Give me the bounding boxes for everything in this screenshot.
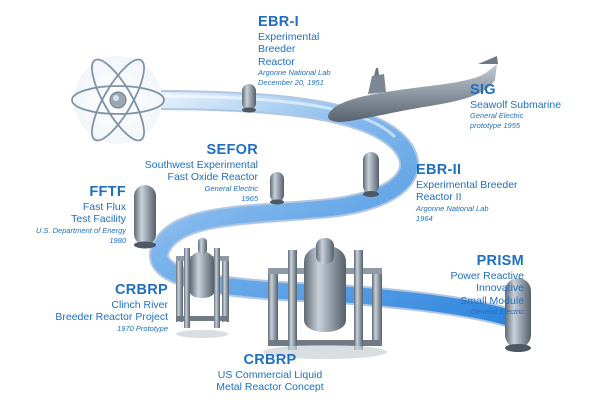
fftf-sub-1: U.S. Department of Energy	[35, 225, 126, 235]
label-sefor: SEFOR Southwest Experimental Fast Oxide …	[145, 142, 258, 203]
crbrp2-desc-2: Metal Reactor Concept	[216, 381, 324, 394]
sefor-reactor	[270, 172, 284, 205]
prism-reactor	[505, 278, 531, 352]
sefor-sub-1: General Electric	[204, 183, 258, 193]
sefor-sub-2: 1965	[241, 193, 258, 203]
sefor-title: SEFOR	[206, 142, 258, 158]
label-prism: PRISM Power Reactive Innovative Small Mo…	[450, 253, 524, 317]
sig-sub-2: prototype 1955	[470, 121, 521, 131]
ebr1-reactor	[242, 84, 256, 113]
ebr1-desc-3: Reactor	[258, 55, 295, 68]
crbrp1-desc-2: Breeder Reactor Project	[55, 311, 168, 324]
ebr1-sub-1: Argonne National Lab	[258, 68, 331, 78]
crbrp1-sub-1: 1970 Prototype	[117, 323, 168, 333]
crbrp1-desc-1: Clinch River	[111, 299, 168, 312]
crbrp2-title: CRBRP	[243, 352, 297, 368]
fftf-desc-1: Fast Flux	[82, 201, 126, 214]
label-ebr2: EBR-II Experimental Breeder Reactor II A…	[416, 162, 518, 223]
ebr1-desc-2: Breeder	[258, 43, 296, 56]
ebr2-desc-1: Experimental Breeder	[416, 179, 518, 192]
ebr1-desc-1: Experimental	[258, 31, 320, 44]
ebr2-reactor	[363, 152, 379, 197]
fftf-reactor	[134, 185, 156, 249]
crbrp-commercial-reactor	[263, 238, 387, 359]
atom-icon	[71, 56, 165, 144]
ebr2-desc-2: Reactor II	[416, 191, 462, 204]
ebr2-sub-1: Argonne National Lab	[416, 203, 489, 213]
ebr1-sub-2: December 20, 1951	[258, 77, 324, 87]
ebr1-title: EBR-I	[258, 14, 299, 30]
sig-desc-1: Seawolf Submarine	[470, 99, 562, 112]
fftf-title: FFTF	[89, 184, 126, 200]
sig-sub-1: General Electric	[470, 111, 524, 121]
crbrp2-desc-1: US Commercial Liquid	[217, 369, 323, 382]
fftf-desc-2: Test Facility	[71, 213, 126, 226]
prism-desc-1: Power Reactive	[450, 270, 524, 283]
prism-desc-3: Small Module	[460, 294, 524, 307]
label-crbrp-commercial: CRBRP US Commercial Liquid Metal Reactor…	[180, 352, 360, 394]
label-fftf: FFTF Fast Flux Test Facility U.S. Depart…	[36, 184, 126, 245]
label-sig: SIG Seawolf Submarine General Electric p…	[470, 82, 561, 131]
sefor-desc-1: Southwest Experimental	[144, 159, 258, 172]
label-ebr1: EBR-I Experimental Breeder Reactor Argon…	[258, 14, 331, 88]
crbrp-prototype-reactor	[176, 238, 229, 338]
submarine-icon	[328, 56, 498, 122]
fftf-sub-2: 1980	[109, 235, 126, 245]
ebr2-title: EBR-II	[416, 162, 462, 178]
prism-sub-1: General Electric	[470, 307, 524, 317]
prism-desc-2: Innovative	[476, 282, 524, 295]
crbrp1-title: CRBRP	[114, 282, 168, 298]
ebr2-sub-2: 1964	[416, 213, 433, 223]
prism-title: PRISM	[476, 253, 524, 269]
label-crbrp-prototype: CRBRP Clinch River Breeder Reactor Proje…	[55, 282, 168, 334]
sefor-desc-2: Fast Oxide Reactor	[167, 171, 258, 184]
sig-title: SIG	[470, 82, 496, 98]
